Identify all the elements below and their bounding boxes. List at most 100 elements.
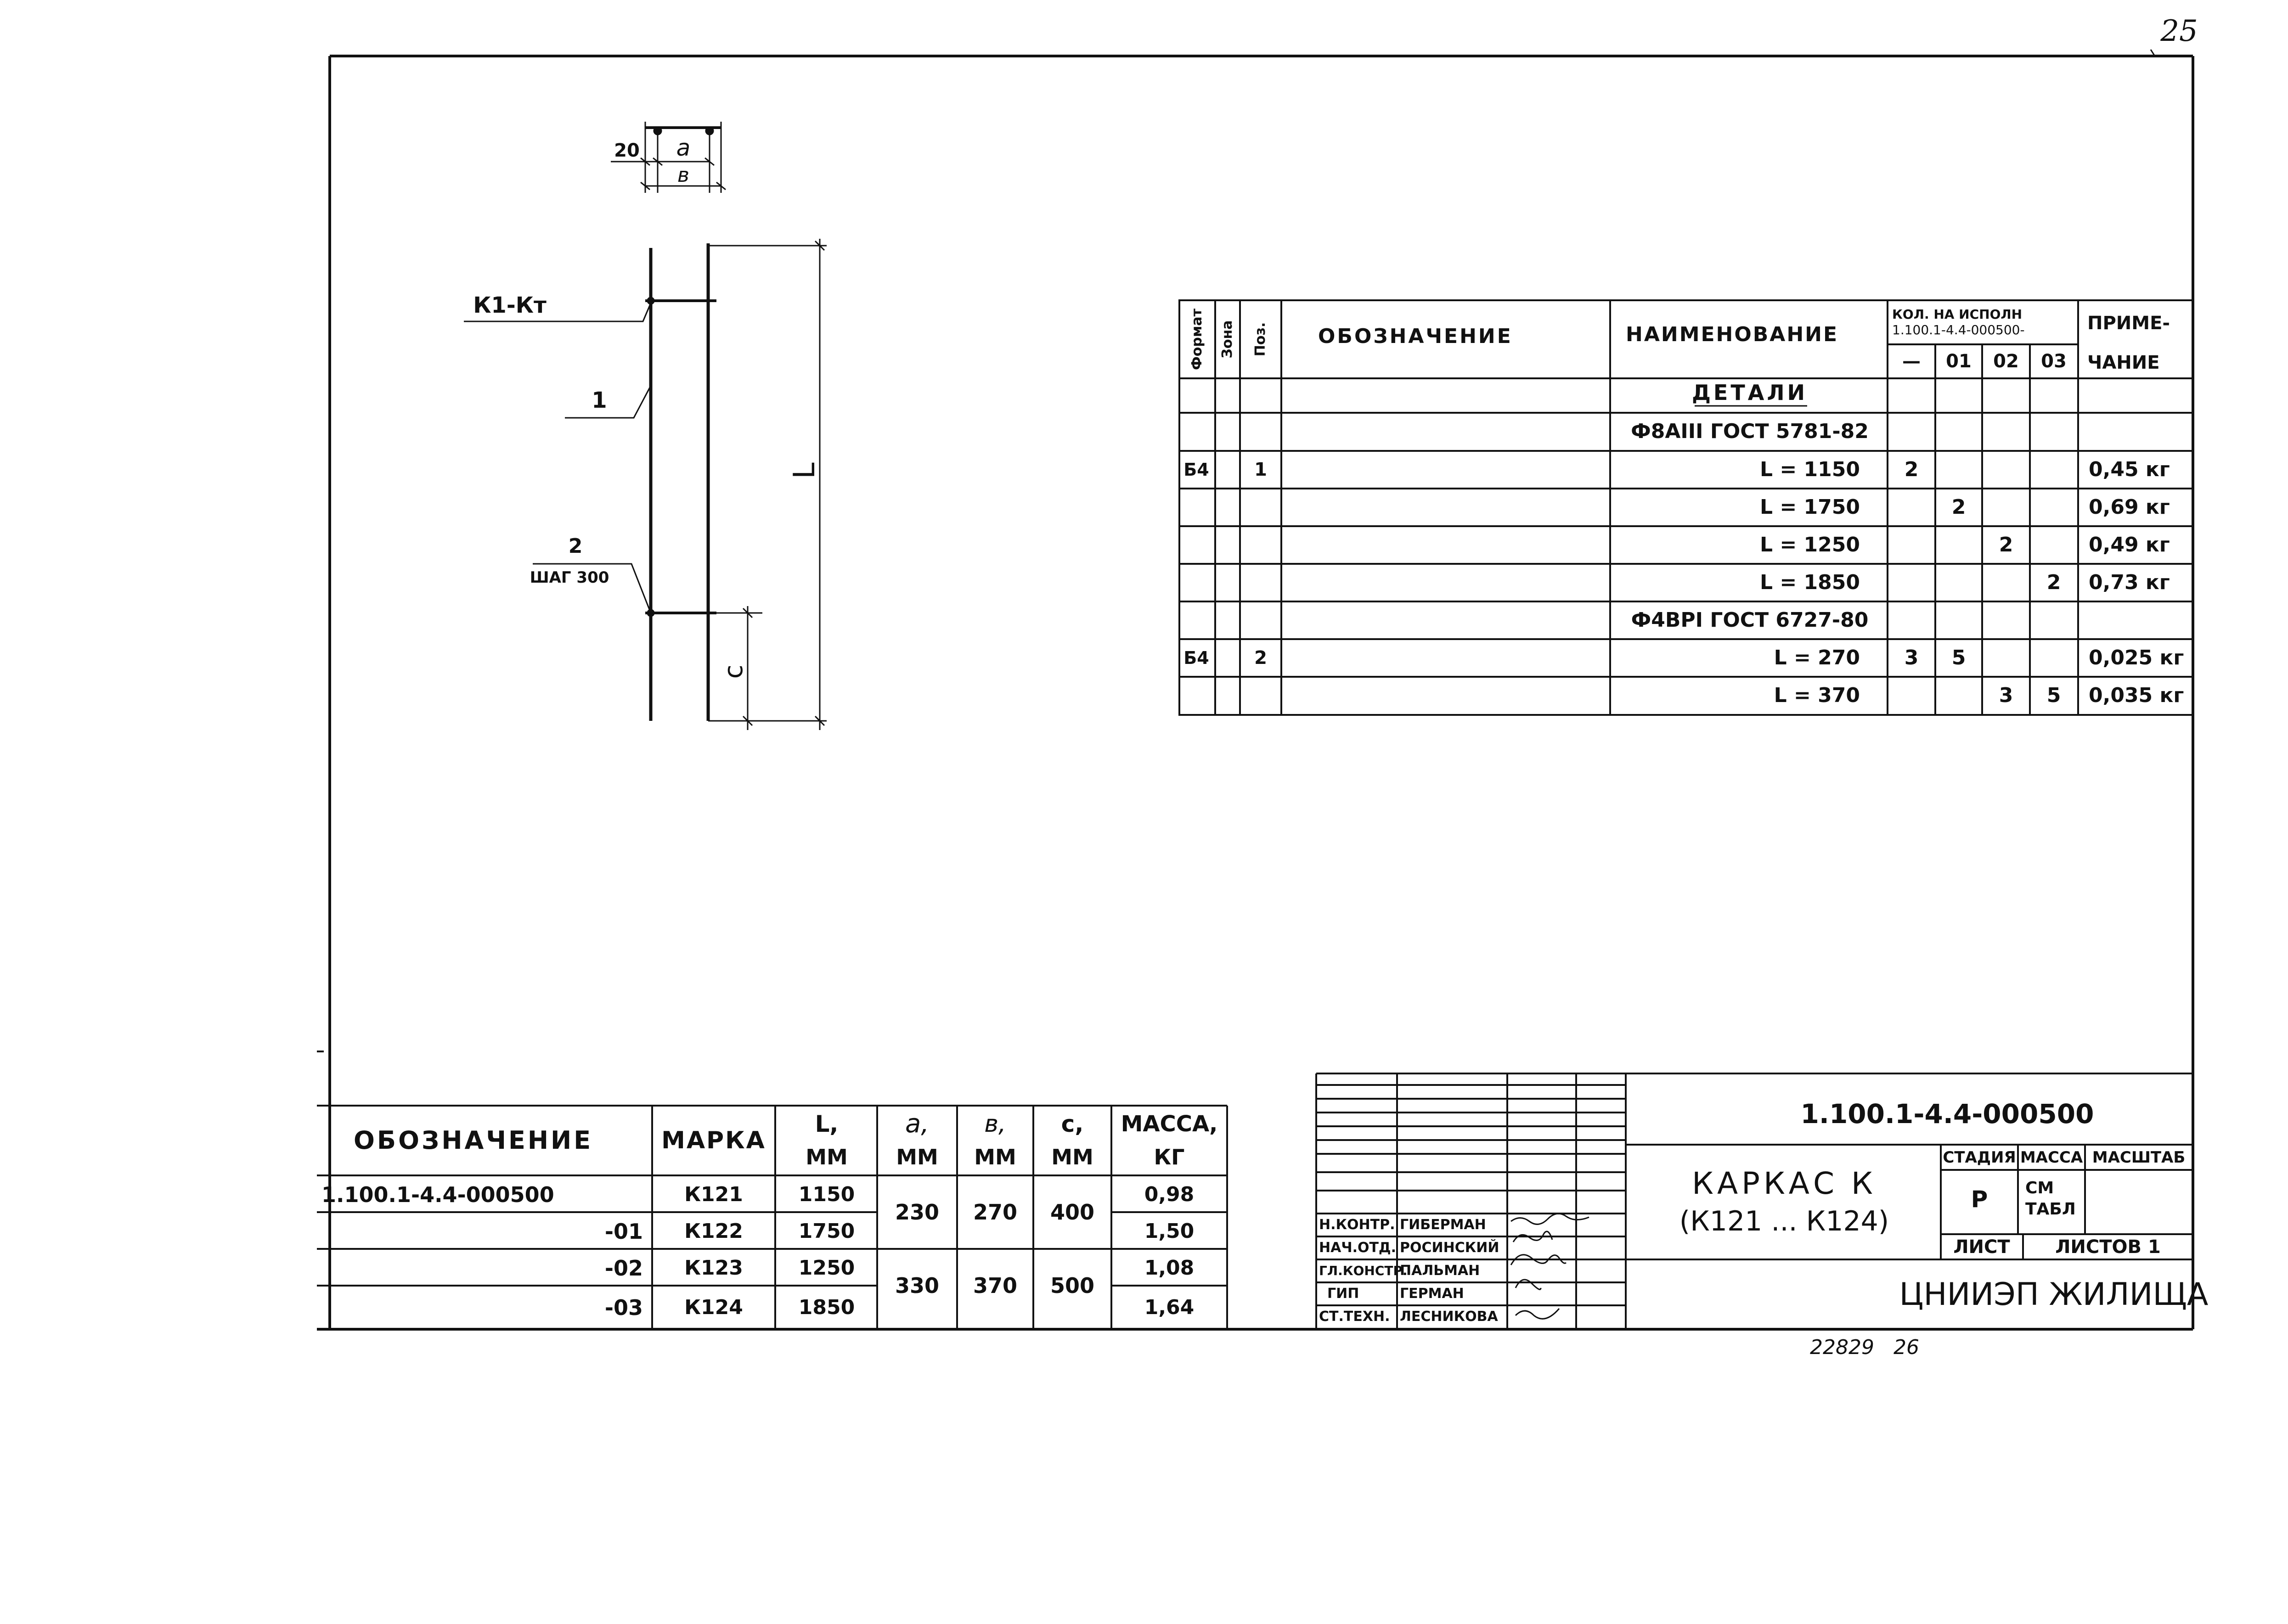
marks-table-grid — [317, 1105, 1228, 1329]
signature-name: Пальман — [1400, 1263, 1480, 1279]
document-title-2: (К121 ... К124) — [1679, 1205, 1889, 1237]
stage-label: Стадия — [1943, 1148, 2016, 1167]
spec-header-qty-2: 1.100.1-4.4-000500- — [1892, 322, 2025, 337]
spec-row-q3: 2 — [2046, 571, 2061, 594]
marks-header-mass-2: кг — [1154, 1145, 1185, 1169]
marks-group-a: 330 — [895, 1273, 940, 1298]
spec-header-qty-1: Кол. на исполн — [1892, 307, 2023, 322]
spec-header-q1: 01 — [1946, 351, 1972, 372]
spec-header-q0: — — [1902, 351, 1921, 372]
spec-row-name: L = 1850 — [1759, 571, 1860, 594]
marks-header-mark: Марка — [661, 1127, 766, 1154]
signature-role: Гл.констр. — [1319, 1263, 1408, 1278]
spec-row-note: 0,49 кг — [2089, 533, 2170, 556]
spec-header-designation: Обозначение — [1318, 325, 1513, 348]
signature-role: ГИП — [1327, 1286, 1359, 1302]
marks-row-designation: -03 — [604, 1295, 643, 1320]
spec-row-note: 0,035 кг — [2089, 684, 2184, 707]
marks-header-c-1: c, — [1061, 1111, 1084, 1137]
footer-code: 22829 26 — [1810, 1336, 1919, 1359]
spec-header-zone: Зона — [1219, 320, 1235, 359]
signature-role: Нач.отд. — [1319, 1240, 1397, 1256]
label-step-300: ШАГ 300 — [530, 568, 609, 587]
marks-row-mark: К123 — [684, 1256, 743, 1280]
document-title-1: Каркас К — [1692, 1166, 1877, 1201]
spec-header-note-1: Приме- — [2087, 313, 2170, 334]
spec-row-name: L = 370 — [1774, 684, 1860, 707]
spec-header-q2: 02 — [1993, 351, 2019, 372]
signature-name: Росинский — [1400, 1240, 1499, 1256]
spec-header-q3: 03 — [2041, 351, 2067, 372]
spec-row-pos: 2 — [1254, 647, 1267, 669]
label-position-1: 1 — [592, 388, 607, 413]
spec-row-name: ф4ВрI ГОСТ 6727-80 — [1631, 608, 1869, 632]
marks-group-a: 230 — [895, 1200, 940, 1225]
signatures — [1510, 1213, 1589, 1320]
sheet-number: 25 — [2160, 14, 2198, 48]
dim-a-label: a — [676, 135, 691, 161]
spec-table-grid — [1178, 299, 2194, 716]
spec-row-name: ф8АIII ГОСТ 5781-82 — [1631, 420, 1869, 443]
spec-header-pos: Поз. — [1252, 322, 1268, 357]
spec-row-name: L = 1250 — [1759, 533, 1860, 556]
marks-row-mark: К121 — [684, 1183, 743, 1206]
mass-label: Масса — [2020, 1148, 2083, 1167]
spec-header-format: Формат — [1189, 309, 1205, 370]
mass-value-1: см — [2025, 1179, 2054, 1197]
marks-row-mass: 1,08 — [1144, 1256, 1195, 1280]
marks-group-c: 500 — [1050, 1273, 1095, 1298]
signature-name: Герман — [1400, 1286, 1464, 1302]
signature-role: Ст.техн. — [1319, 1309, 1390, 1325]
marks-row-L: 1750 — [798, 1219, 855, 1243]
scale-label: Масштаб — [2092, 1148, 2186, 1167]
marks-row-mark: К122 — [684, 1219, 743, 1243]
spec-header-name: Наименование — [1626, 323, 1839, 346]
marks-header-L-1: L, — [815, 1111, 839, 1137]
spec-header-note-2: чание — [2087, 352, 2160, 373]
spec-row-q0: 2 — [1904, 458, 1919, 481]
marks-row-mass: 1,50 — [1144, 1219, 1195, 1243]
marks-row-designation: -01 — [604, 1219, 643, 1244]
marks-header-mass-1: Масса, — [1121, 1111, 1218, 1137]
marks-header-c-2: мм — [1051, 1145, 1093, 1169]
spec-row-note: 0,69 кг — [2089, 495, 2170, 519]
signature-role: Н.контр. — [1319, 1217, 1395, 1233]
spec-row-q1: 5 — [1951, 646, 1966, 669]
spec-row-q0: 3 — [1904, 646, 1919, 669]
spec-row-name: L = 270 — [1774, 646, 1860, 669]
marks-row-mass: 1,64 — [1144, 1296, 1195, 1319]
spec-row-format: Б4 — [1183, 648, 1209, 668]
spec-row-q2: 2 — [1999, 533, 2013, 556]
label-position-2: 2 — [568, 534, 583, 558]
marks-header-a-1: a, — [905, 1109, 930, 1139]
spec-row-pos: 1 — [1254, 459, 1267, 480]
spec-row-q1: 2 — [1951, 495, 1966, 519]
spec-row-q3: 5 — [2046, 684, 2061, 707]
marks-row-designation: 1.100.1-4.4-000500 — [321, 1182, 554, 1207]
label-k1-kt: К1-Кт — [473, 292, 547, 318]
spec-row-name: L = 1150 — [1759, 458, 1860, 481]
cage-drawing — [464, 122, 827, 730]
spec-row-format: Б4 — [1183, 460, 1209, 480]
marks-row-L: 1850 — [798, 1296, 855, 1319]
marks-header-a-2: мм — [896, 1145, 938, 1169]
sheets-label: Листов 1 — [2055, 1236, 2161, 1258]
marks-header-L-2: мм — [806, 1145, 848, 1169]
organization-name: ЦНИИЭП жилища — [1899, 1276, 2209, 1313]
mass-value-2: табл — [2025, 1200, 2076, 1219]
stage-value: Р — [1971, 1186, 1988, 1213]
spec-row-note: 0,73 кг — [2089, 571, 2170, 594]
marks-header-b-1: в, — [984, 1110, 1006, 1138]
sheet-label: Лист — [1953, 1236, 2010, 1258]
marks-group-b: 270 — [973, 1200, 1018, 1225]
spec-row-q2: 3 — [1999, 684, 2013, 707]
marks-row-designation: -02 — [604, 1256, 643, 1281]
title-block-grid — [1315, 1073, 2193, 1329]
marks-header-designation: Обозначение — [354, 1126, 593, 1155]
spec-row-note: 0,025 кг — [2089, 646, 2184, 669]
marks-row-L: 1250 — [798, 1256, 855, 1280]
marks-row-mass: 0,98 — [1144, 1183, 1195, 1206]
spec-row-note: 0,45 кг — [2089, 458, 2170, 481]
marks-row-mark: К124 — [684, 1296, 743, 1319]
